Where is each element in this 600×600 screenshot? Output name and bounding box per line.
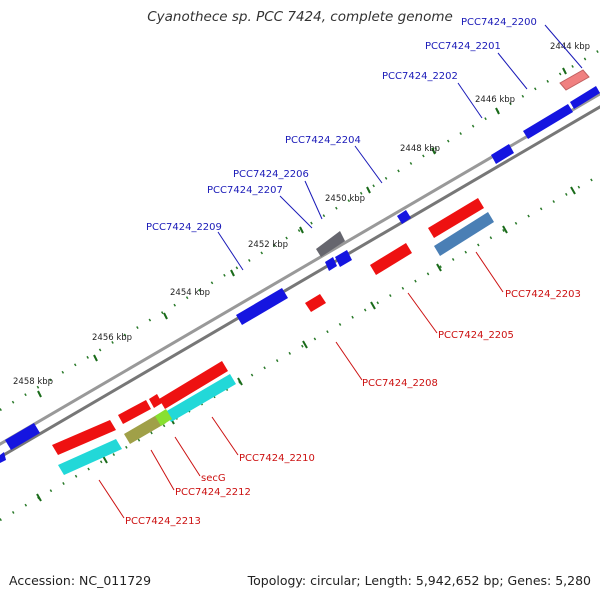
backbone-lower bbox=[0, 105, 600, 459]
label-secG: secG bbox=[201, 473, 226, 484]
label-2201: PCC7424_2201 bbox=[425, 41, 501, 52]
gene-2210a bbox=[159, 361, 228, 409]
gene-2209 bbox=[236, 288, 288, 325]
gene-left2 bbox=[0, 452, 6, 463]
label-2207: PCC7424_2207 bbox=[207, 185, 283, 196]
gene-2206a bbox=[397, 210, 411, 224]
gene-2213 bbox=[58, 439, 122, 475]
label-2203: PCC7424_2203 bbox=[505, 289, 581, 300]
label-2213: PCC7424_2213 bbox=[125, 516, 201, 527]
reverse-leader-lines bbox=[98, 251, 504, 519]
scale-label-2448: 2448 kbp bbox=[400, 144, 440, 154]
gene-2205 bbox=[370, 243, 412, 275]
gene-small-b bbox=[149, 394, 162, 408]
scale-label-2454: 2454 kbp bbox=[170, 288, 210, 298]
gene-2203 bbox=[434, 212, 494, 256]
label-2208: PCC7424_2208 bbox=[362, 378, 438, 389]
gene-small-a bbox=[118, 400, 151, 424]
reverse-genes bbox=[52, 198, 494, 475]
accession-text: Accession: NC_011729 bbox=[9, 573, 152, 588]
gene-2212 bbox=[124, 413, 166, 444]
gene-2203a bbox=[428, 198, 484, 238]
map-title: Cyanothece sp. PCC 7424, complete genome bbox=[147, 9, 453, 25]
forward-genes bbox=[0, 69, 600, 463]
scale-label-2450: 2450 kbp bbox=[325, 194, 365, 204]
gene-secG bbox=[155, 409, 172, 426]
gene-2213a bbox=[52, 420, 116, 455]
gene-2200 bbox=[559, 69, 590, 91]
gene-left bbox=[5, 423, 40, 450]
gene-2208 bbox=[305, 294, 326, 312]
outer-scale-track bbox=[0, 48, 600, 412]
scale-label-2452: 2452 kbp bbox=[248, 240, 288, 250]
outer-major-ticks bbox=[37, 67, 567, 398]
scale-label-2444: 2444 kbp bbox=[550, 42, 590, 52]
scale-label-2458: 2458 kbp bbox=[13, 377, 53, 387]
gene-2207 bbox=[335, 250, 352, 267]
gene-2201 bbox=[570, 86, 600, 109]
label-2209: PCC7424_2209 bbox=[146, 222, 222, 233]
scale-label-2446: 2446 kbp bbox=[475, 95, 515, 105]
gene-2210 bbox=[165, 374, 236, 422]
gene-2202 bbox=[523, 104, 573, 139]
label-2206: PCC7424_2206 bbox=[233, 169, 309, 180]
label-2202: PCC7424_2202 bbox=[382, 71, 458, 82]
summary-text: Topology: circular; Length: 5,942,652 bp… bbox=[247, 573, 591, 588]
label-2205: PCC7424_2205 bbox=[438, 330, 514, 341]
inner-scale-track bbox=[0, 173, 600, 522]
label-2200: PCC7424_2200 bbox=[461, 17, 537, 28]
gene-2206 bbox=[316, 231, 345, 257]
forward-leader-lines bbox=[217, 24, 583, 271]
gene-2204 bbox=[491, 144, 514, 164]
gene-2207b bbox=[325, 257, 337, 271]
scale-label-2456: 2456 kbp bbox=[92, 333, 132, 343]
label-2204: PCC7424_2204 bbox=[285, 135, 361, 146]
label-2212: PCC7424_2212 bbox=[175, 487, 251, 498]
label-2210: PCC7424_2210 bbox=[239, 453, 315, 464]
